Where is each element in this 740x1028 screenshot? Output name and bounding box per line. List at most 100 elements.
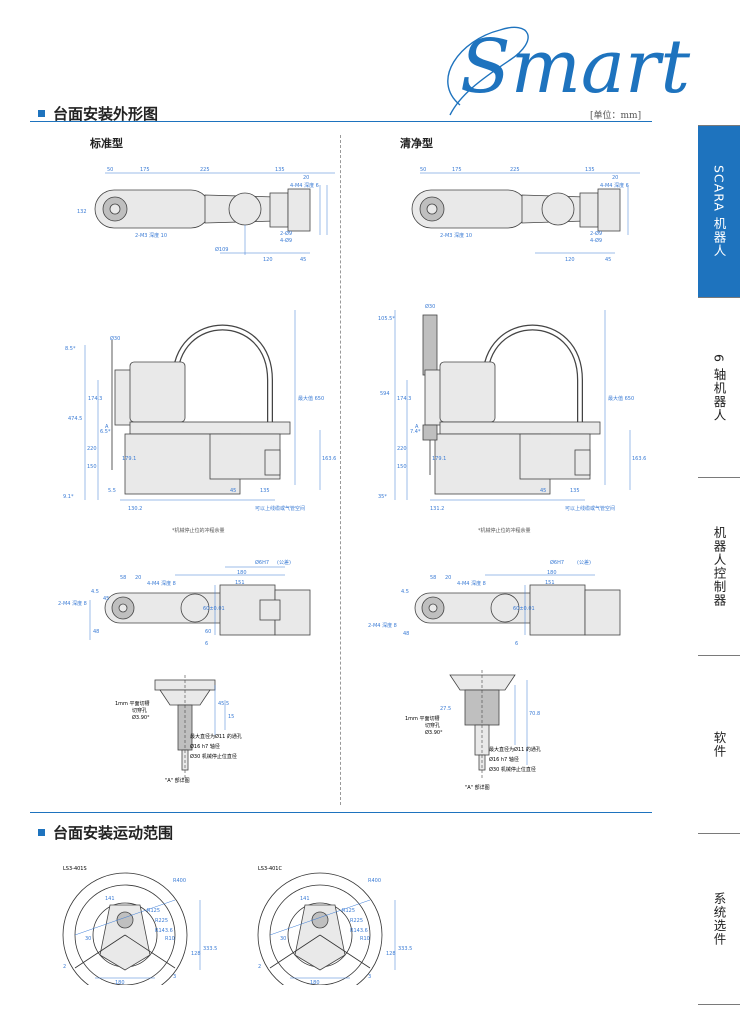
dim-text: R143.6: [350, 928, 368, 934]
side-note: 可以上线缆或气管空间: [565, 505, 615, 512]
dim-text: 179.1: [122, 456, 136, 462]
dim-text: 130.2: [128, 506, 142, 512]
dim-text: 225: [510, 167, 520, 173]
dim-text: 3: [368, 974, 371, 980]
dim-text: 225: [200, 167, 210, 173]
dim-text: R125: [342, 908, 355, 914]
side-note: 可以上线缆或气管空间: [255, 505, 305, 512]
dim-text: Ø30: [425, 303, 435, 310]
dim-text: 45: [605, 257, 611, 263]
dim-text: 4.5: [91, 589, 99, 595]
dim-text: 6: [205, 641, 208, 647]
smart-logo: Smart: [447, 24, 690, 116]
dim-text: R225: [155, 918, 168, 924]
dim-text: 45.5: [218, 701, 229, 707]
dim-text: 333.5: [203, 946, 217, 952]
stroke-note-standard: *机械停止位的冲程余量: [172, 528, 225, 534]
dim-text: 220: [397, 446, 407, 452]
dim-text: 2-Ø9: [590, 230, 602, 237]
dim-text: 50: [420, 167, 426, 173]
tab-scara-robot[interactable]: SCARA 机器人: [698, 125, 740, 297]
dim-text: 135: [275, 167, 285, 173]
dim-text: 105.5*: [378, 316, 395, 322]
dim-text: 333.5: [398, 946, 412, 952]
dim-text: 最大值 650: [298, 395, 324, 402]
dim-text: 132: [77, 209, 87, 215]
tab-label: 系统选件: [711, 892, 727, 946]
standard-side-view: Ø30 8.5* 174.3 474.5 220 150 6.5* 179.1 …: [63, 310, 336, 512]
dim-text: 150: [397, 464, 407, 470]
dim-text: 141: [300, 896, 310, 902]
dim-text: 180: [547, 570, 557, 576]
detail-label: 切穿孔: [132, 707, 147, 714]
model-label: LS3-401C: [258, 866, 282, 872]
tab-software[interactable]: 软件: [698, 655, 740, 833]
dim-text: 58: [120, 575, 126, 581]
dim-text: 45: [300, 257, 306, 263]
dim-text: 48: [93, 629, 99, 635]
dim-text: 6: [515, 641, 518, 647]
dim-text: 151: [235, 580, 245, 586]
dim-text: Ø6H7: [255, 559, 269, 566]
dim-text: 135: [570, 488, 580, 494]
dim-text: 4-M4 深度 8: [457, 580, 486, 587]
dim-text: R10: [360, 936, 370, 942]
section-title-motion-text: 台面安装运动范围: [53, 824, 174, 842]
logo-text: Smart: [460, 24, 690, 110]
stroke-note-clean: *机械停止位的冲程余量: [478, 528, 531, 534]
detail-caption: "A" 部详图: [465, 784, 490, 791]
dim-text: R225: [350, 918, 363, 924]
dim-text: (公差): [277, 559, 291, 566]
dim-text: 179.1: [432, 456, 446, 462]
dim-text: R400: [368, 878, 381, 884]
dim-text: 48: [403, 631, 409, 637]
dim-text: 174.3: [88, 396, 102, 402]
bullet-square-icon: [38, 110, 45, 117]
dim-text: 50: [107, 167, 113, 173]
section-title-motion: 台面安装运动范围: [38, 822, 173, 843]
dim-text: 30: [280, 936, 286, 942]
dim-text: 45: [540, 488, 546, 494]
section-divider-2: [30, 812, 652, 813]
dim-text: 20: [135, 575, 141, 581]
dim-text: 131.2: [430, 506, 444, 512]
dim-text: 27.5: [440, 706, 451, 712]
column-divider: [340, 135, 341, 805]
motion-range-ls3-401c: LS3-401C R400 141 R125 R225 R143.6 R10 3…: [257, 866, 412, 985]
detail-caption: "A" 部详图: [165, 777, 190, 784]
section-divider: [30, 121, 652, 122]
tab-label: 软件: [711, 731, 727, 758]
dim-text: 4-Ø9: [590, 237, 602, 244]
motion-range-ls3-401s: LS3-401S R400 141 R125 R225 R143.6 R10 3…: [62, 866, 217, 985]
dim-text: Ø30: [110, 335, 120, 342]
dim-text: 35*: [378, 494, 387, 500]
label-standard: 标准型: [90, 137, 123, 150]
dim-text: 2-Ø9: [280, 230, 292, 237]
detail-label: Ø30 机械停止位直径: [190, 753, 237, 760]
detail-label: Ø3.90°: [132, 714, 150, 721]
dim-text: R400: [173, 878, 186, 884]
dim-text: 2-M4 深度 8: [58, 600, 87, 607]
dim-text: 120: [565, 257, 575, 263]
dim-text: 5.5: [108, 488, 116, 494]
tab-label: SCARA 机器人: [711, 165, 727, 258]
dim-text: 4.5: [401, 589, 409, 595]
dim-text: 20: [303, 175, 309, 181]
dim-text: 8.5*: [65, 346, 76, 352]
dim-text: A: [105, 424, 109, 430]
dim-text: 30: [85, 936, 91, 942]
detail-label: 1mm 平面切槽: [115, 700, 150, 707]
dim-text: 180: [237, 570, 247, 576]
bullet-square-icon: [38, 829, 45, 836]
dim-text: 60±0.01: [203, 606, 225, 612]
tab-robot-controller[interactable]: 机器人控制器: [698, 477, 740, 655]
dim-text: 135: [260, 488, 270, 494]
section-title-outline: 台面安装外形图: [38, 103, 158, 124]
tab-6-axis-robot[interactable]: 6 轴机器人: [698, 297, 740, 477]
dim-text: A: [415, 424, 419, 430]
dim-text: 151: [545, 580, 555, 586]
dim-text: 4-M4 深度 6: [290, 182, 319, 189]
tab-system-options[interactable]: 系统选件: [698, 833, 740, 1005]
tab-label: 6 轴机器人: [711, 353, 727, 422]
dim-text: 2-M3 深度 10: [440, 232, 472, 239]
